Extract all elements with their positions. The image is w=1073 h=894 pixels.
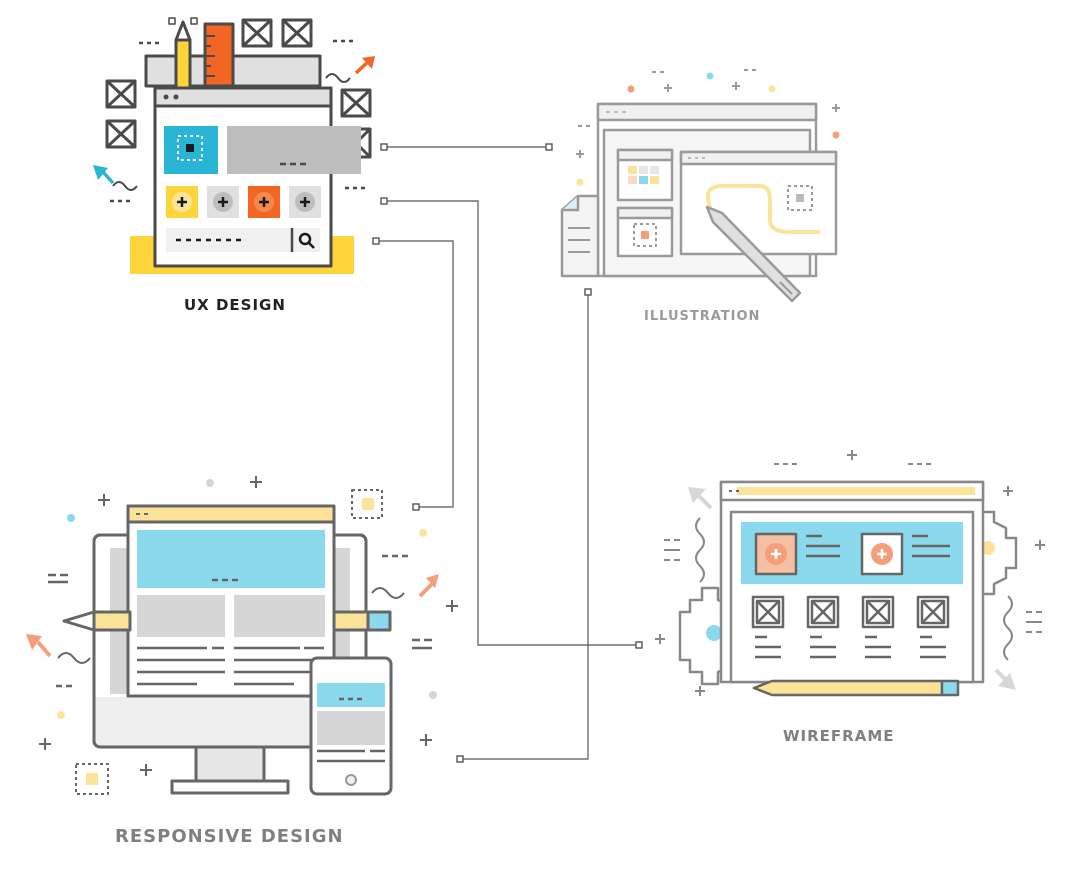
ux-design-illustration <box>93 17 375 274</box>
pencil-icon <box>62 610 392 632</box>
pencil-icon <box>752 679 960 697</box>
ux-design-label: UX DESIGN <box>184 296 286 314</box>
responsive-design-label: RESPONSIVE DESIGN <box>115 826 344 847</box>
arrow-cursor-icon <box>26 574 439 658</box>
arrow-cursor-icon <box>93 56 375 185</box>
pen-tool-icon <box>705 205 802 303</box>
wireframe-illustration <box>655 450 1045 697</box>
illustration-illustration <box>560 69 840 303</box>
connectors <box>376 146 639 760</box>
gear-icon <box>678 510 1018 686</box>
illustration-label: ILLUSTRATION <box>644 309 761 324</box>
connector-ux-responsive <box>376 240 454 508</box>
plus-icon <box>166 186 321 218</box>
connector-illustration-responsive <box>460 292 589 760</box>
pencil-icon <box>168 17 198 92</box>
responsive-design-illustration <box>26 476 458 796</box>
image-placeholder-icon <box>751 595 950 629</box>
ruler-icon <box>203 22 235 88</box>
wireframe-label: WIREFRAME <box>783 727 895 745</box>
search-icon <box>298 232 315 249</box>
connector-ux-wireframe <box>384 200 639 646</box>
arrow-cursor-icon <box>688 487 1016 690</box>
phone-icon <box>309 656 393 796</box>
connector-endpoints <box>372 143 643 763</box>
